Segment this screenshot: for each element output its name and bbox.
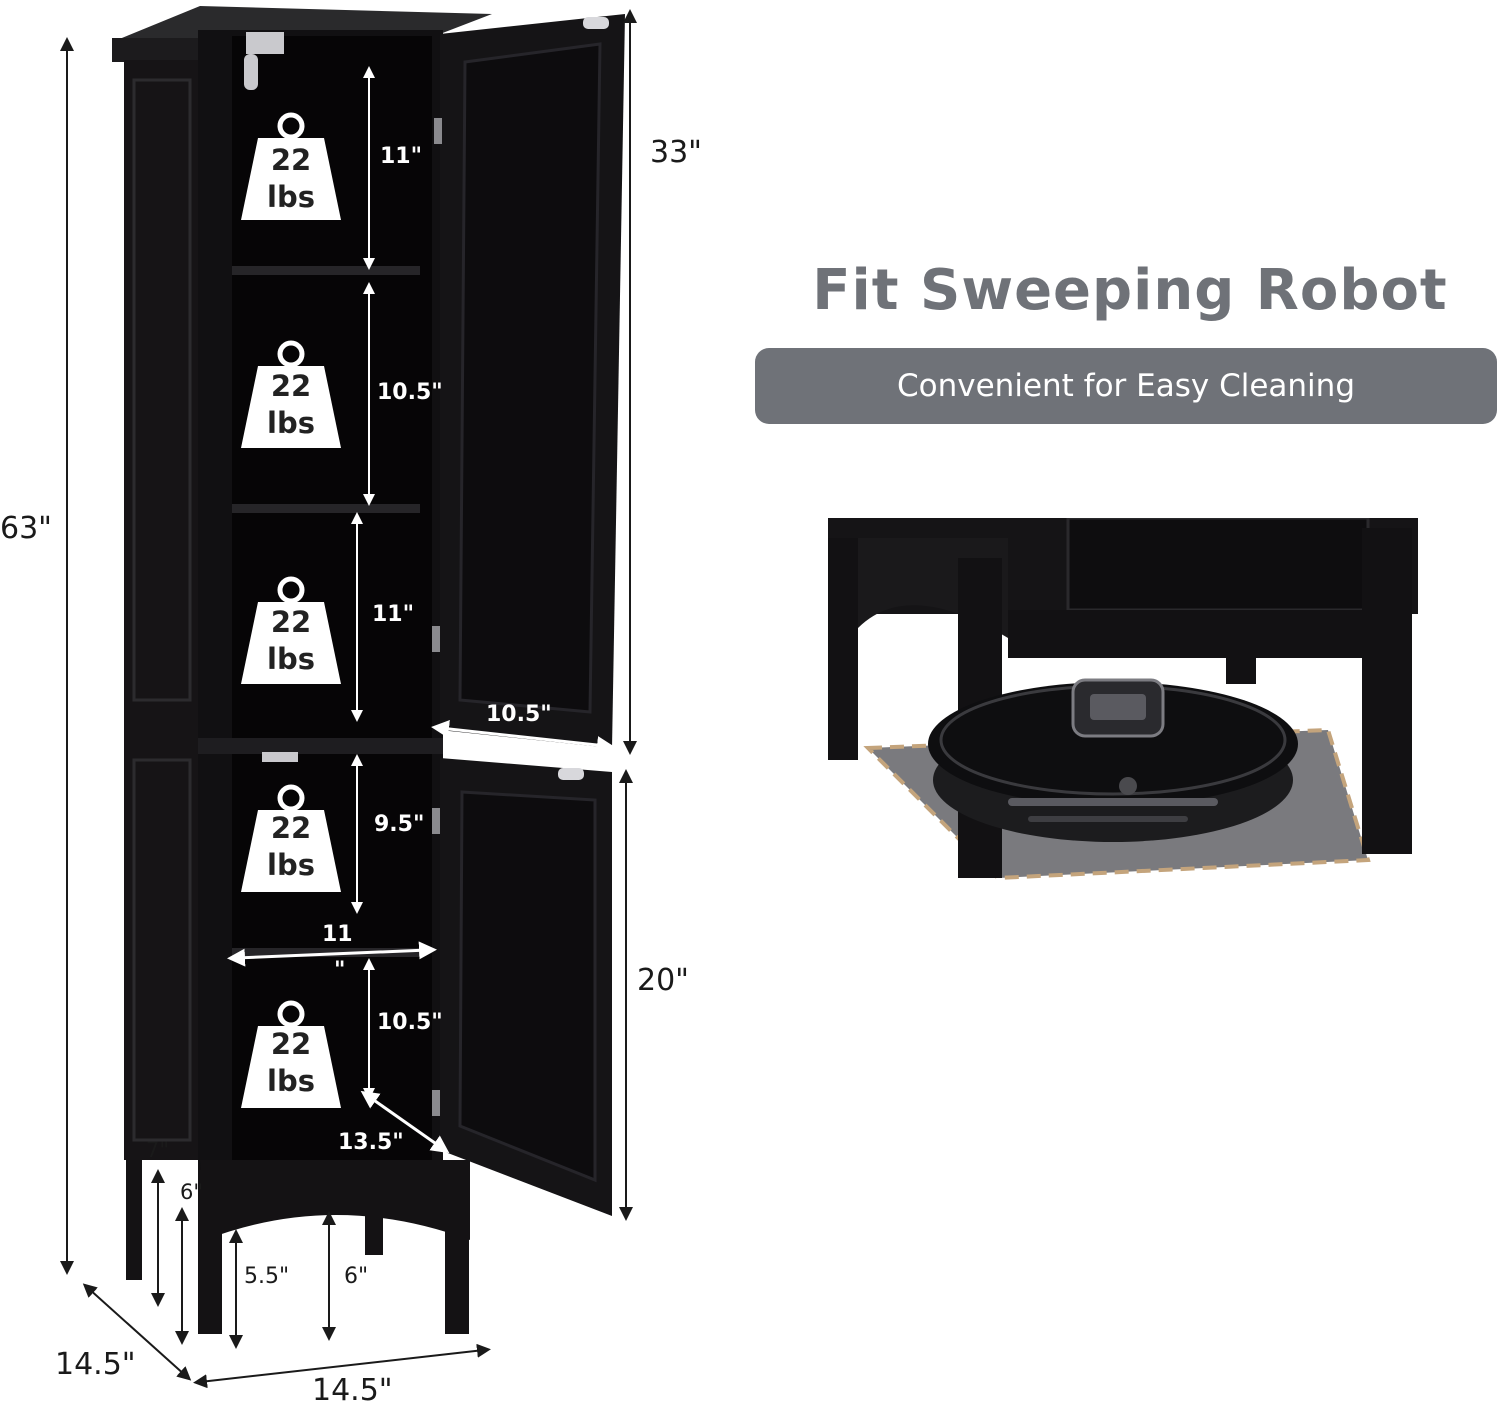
dim-shelf-1: 11"	[380, 144, 423, 169]
lower-door-latch	[558, 768, 584, 780]
hinge	[432, 1090, 440, 1116]
shelf-1	[232, 266, 420, 275]
feature-banner: Convenient for Easy Cleaning	[755, 348, 1497, 424]
dim-depth: 14.5"	[55, 1347, 136, 1382]
weight-icon	[241, 602, 341, 684]
dim-line-upper-width	[431, 720, 615, 754]
weight-icon	[277, 340, 305, 368]
dim-lower-door-height: 20"	[637, 963, 689, 998]
dim-leg-6: 6"	[344, 1264, 369, 1289]
robot-stripe	[1008, 798, 1218, 806]
lower-door-panel	[458, 790, 597, 1183]
anti-tip-bracket	[246, 32, 284, 54]
hinge	[432, 626, 440, 652]
floor-outline	[863, 727, 1371, 881]
dim-shelf-3: 11"	[372, 602, 415, 627]
bracket-lower	[262, 752, 298, 762]
dim-line-width	[193, 1343, 491, 1389]
leg-back-left	[126, 1160, 142, 1280]
shelf-2	[232, 504, 420, 513]
dim-base-7: 7"	[146, 1138, 170, 1162]
upper-door-latch	[583, 17, 609, 29]
dim-base-6: 6"	[180, 1180, 204, 1204]
dim-upper-door-height: 33"	[650, 135, 702, 170]
weight-icons	[241, 112, 341, 1108]
cabinet-left-side	[124, 60, 200, 1160]
leg-right	[1362, 528, 1412, 854]
dim-shelf-5: 10.5"	[377, 1010, 443, 1035]
headline: Fit Sweeping Robot	[812, 258, 1448, 323]
weight-icon	[277, 784, 305, 812]
dim-line-depth	[82, 1283, 192, 1381]
dim-inner-width-mark: "	[334, 958, 346, 983]
robot-vacuum-photo	[828, 518, 1428, 888]
robot-vacuum-body	[928, 682, 1298, 806]
leg-front-right	[445, 1170, 469, 1334]
weight-icon	[277, 1000, 305, 1028]
leg-back-right	[365, 1190, 383, 1255]
door-panel	[1066, 518, 1370, 612]
robot-screen	[1090, 694, 1146, 720]
dim-line-inner-depth	[360, 1090, 450, 1154]
side-panel-lower	[132, 758, 192, 1142]
hinge	[432, 808, 440, 834]
dim-width: 14.5"	[312, 1373, 393, 1408]
dim-line-inner-width	[227, 941, 437, 967]
weight-icon	[241, 810, 341, 892]
weight-icon	[277, 112, 305, 140]
cabinet-apron	[200, 1160, 470, 1240]
weight-icon	[241, 366, 341, 448]
base-rail	[1008, 610, 1368, 658]
robot-button	[1119, 777, 1137, 795]
middle-divider	[198, 738, 443, 754]
cabinet-illustration	[60, 6, 637, 1389]
robot-stripe	[1028, 816, 1188, 822]
dim-total-height: 63"	[0, 511, 52, 546]
dim-shelf-2: 10.5"	[377, 380, 443, 405]
dim-leg-5-5: 5.5"	[244, 1264, 290, 1289]
weight-icon	[241, 1026, 341, 1108]
dim-inner-depth: 13.5"	[338, 1130, 404, 1155]
feature-banner-text: Convenient for Easy Cleaning	[897, 368, 1355, 404]
weight-icon	[277, 576, 305, 604]
side-panel-upper	[132, 78, 192, 702]
hinge	[434, 118, 442, 144]
leg-front-left	[198, 1170, 222, 1334]
upper-door-panel	[458, 42, 602, 714]
dim-inner-width: 11	[322, 922, 353, 947]
weight-icon	[241, 138, 341, 220]
leg-left	[828, 538, 858, 760]
anti-tip-bracket	[244, 54, 258, 90]
leg-back	[1226, 656, 1256, 684]
dim-upper-width: 10.5"	[486, 702, 552, 727]
dim-shelf-4: 9.5"	[374, 812, 425, 837]
